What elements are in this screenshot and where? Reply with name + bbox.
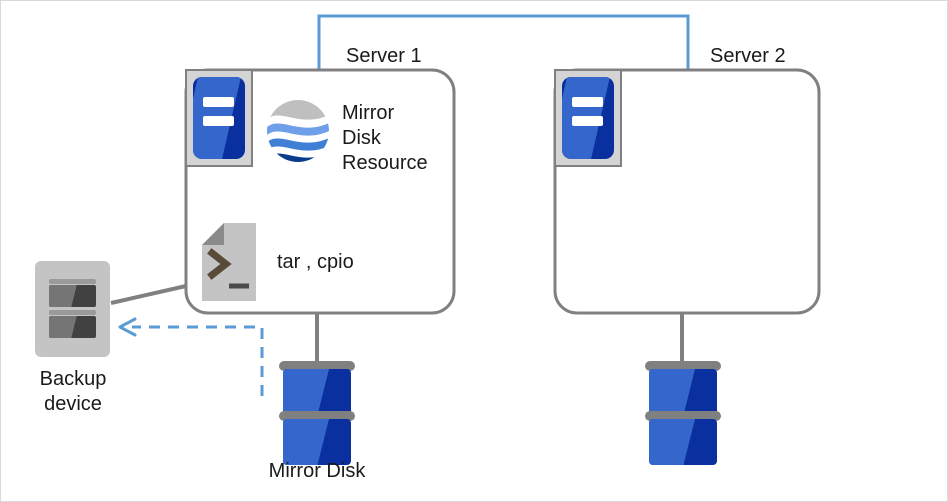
disk-body-top	[649, 369, 717, 415]
interconnect-line	[317, 14, 690, 71]
mdr-line-1: Mirror	[342, 102, 395, 124]
mirror-disk-2-icon[interactable]	[645, 361, 721, 465]
disk-body-bottom	[283, 419, 351, 465]
server-bar-top	[572, 96, 603, 108]
server-bar-bottom	[572, 115, 603, 127]
server1-backup-link	[110, 284, 187, 305]
mirror-disk-1-icon[interactable]	[279, 361, 355, 465]
backup-device-line-1: Backup	[39, 368, 107, 390]
disk-cap-top	[645, 361, 721, 371]
backup-data-flow-line	[132, 325, 264, 396]
backup-body-top	[49, 285, 96, 307]
backup-device-line-2: device	[44, 393, 102, 415]
tar-cpio-label: tar , cpio	[277, 251, 354, 273]
mdr-line-3: Resource	[342, 152, 428, 174]
script-icon	[202, 223, 256, 301]
server1-badge-icon	[185, 69, 253, 167]
server-bar-top	[203, 96, 234, 108]
backup-device-label: Backup device	[3, 367, 143, 417]
backup-cap-mid	[49, 310, 96, 315]
disk-body-top	[283, 369, 351, 415]
server-bar-bottom	[203, 115, 234, 127]
mirror-disk-resource-label: Mirror Disk Resource	[342, 101, 428, 176]
mdr-line-2: Disk	[342, 127, 381, 149]
disk-cap-mid	[645, 411, 721, 421]
backup-device-icon[interactable]	[35, 261, 110, 357]
backup-cap-top	[49, 279, 96, 284]
server2-badge-body	[562, 77, 614, 159]
disk-cap-top	[279, 361, 355, 371]
server2-badge-icon	[554, 69, 622, 167]
server1-badge-body	[193, 77, 245, 159]
backup-body-bottom	[49, 316, 96, 338]
disk-cap-mid	[279, 411, 355, 421]
server2-label: Server 2	[710, 45, 786, 67]
disk-body-bottom	[649, 419, 717, 465]
backup-data-flow-arrowhead	[118, 317, 137, 337]
mirror-disk-label: Mirror Disk	[268, 460, 366, 482]
server1-label: Server 1	[346, 45, 422, 67]
